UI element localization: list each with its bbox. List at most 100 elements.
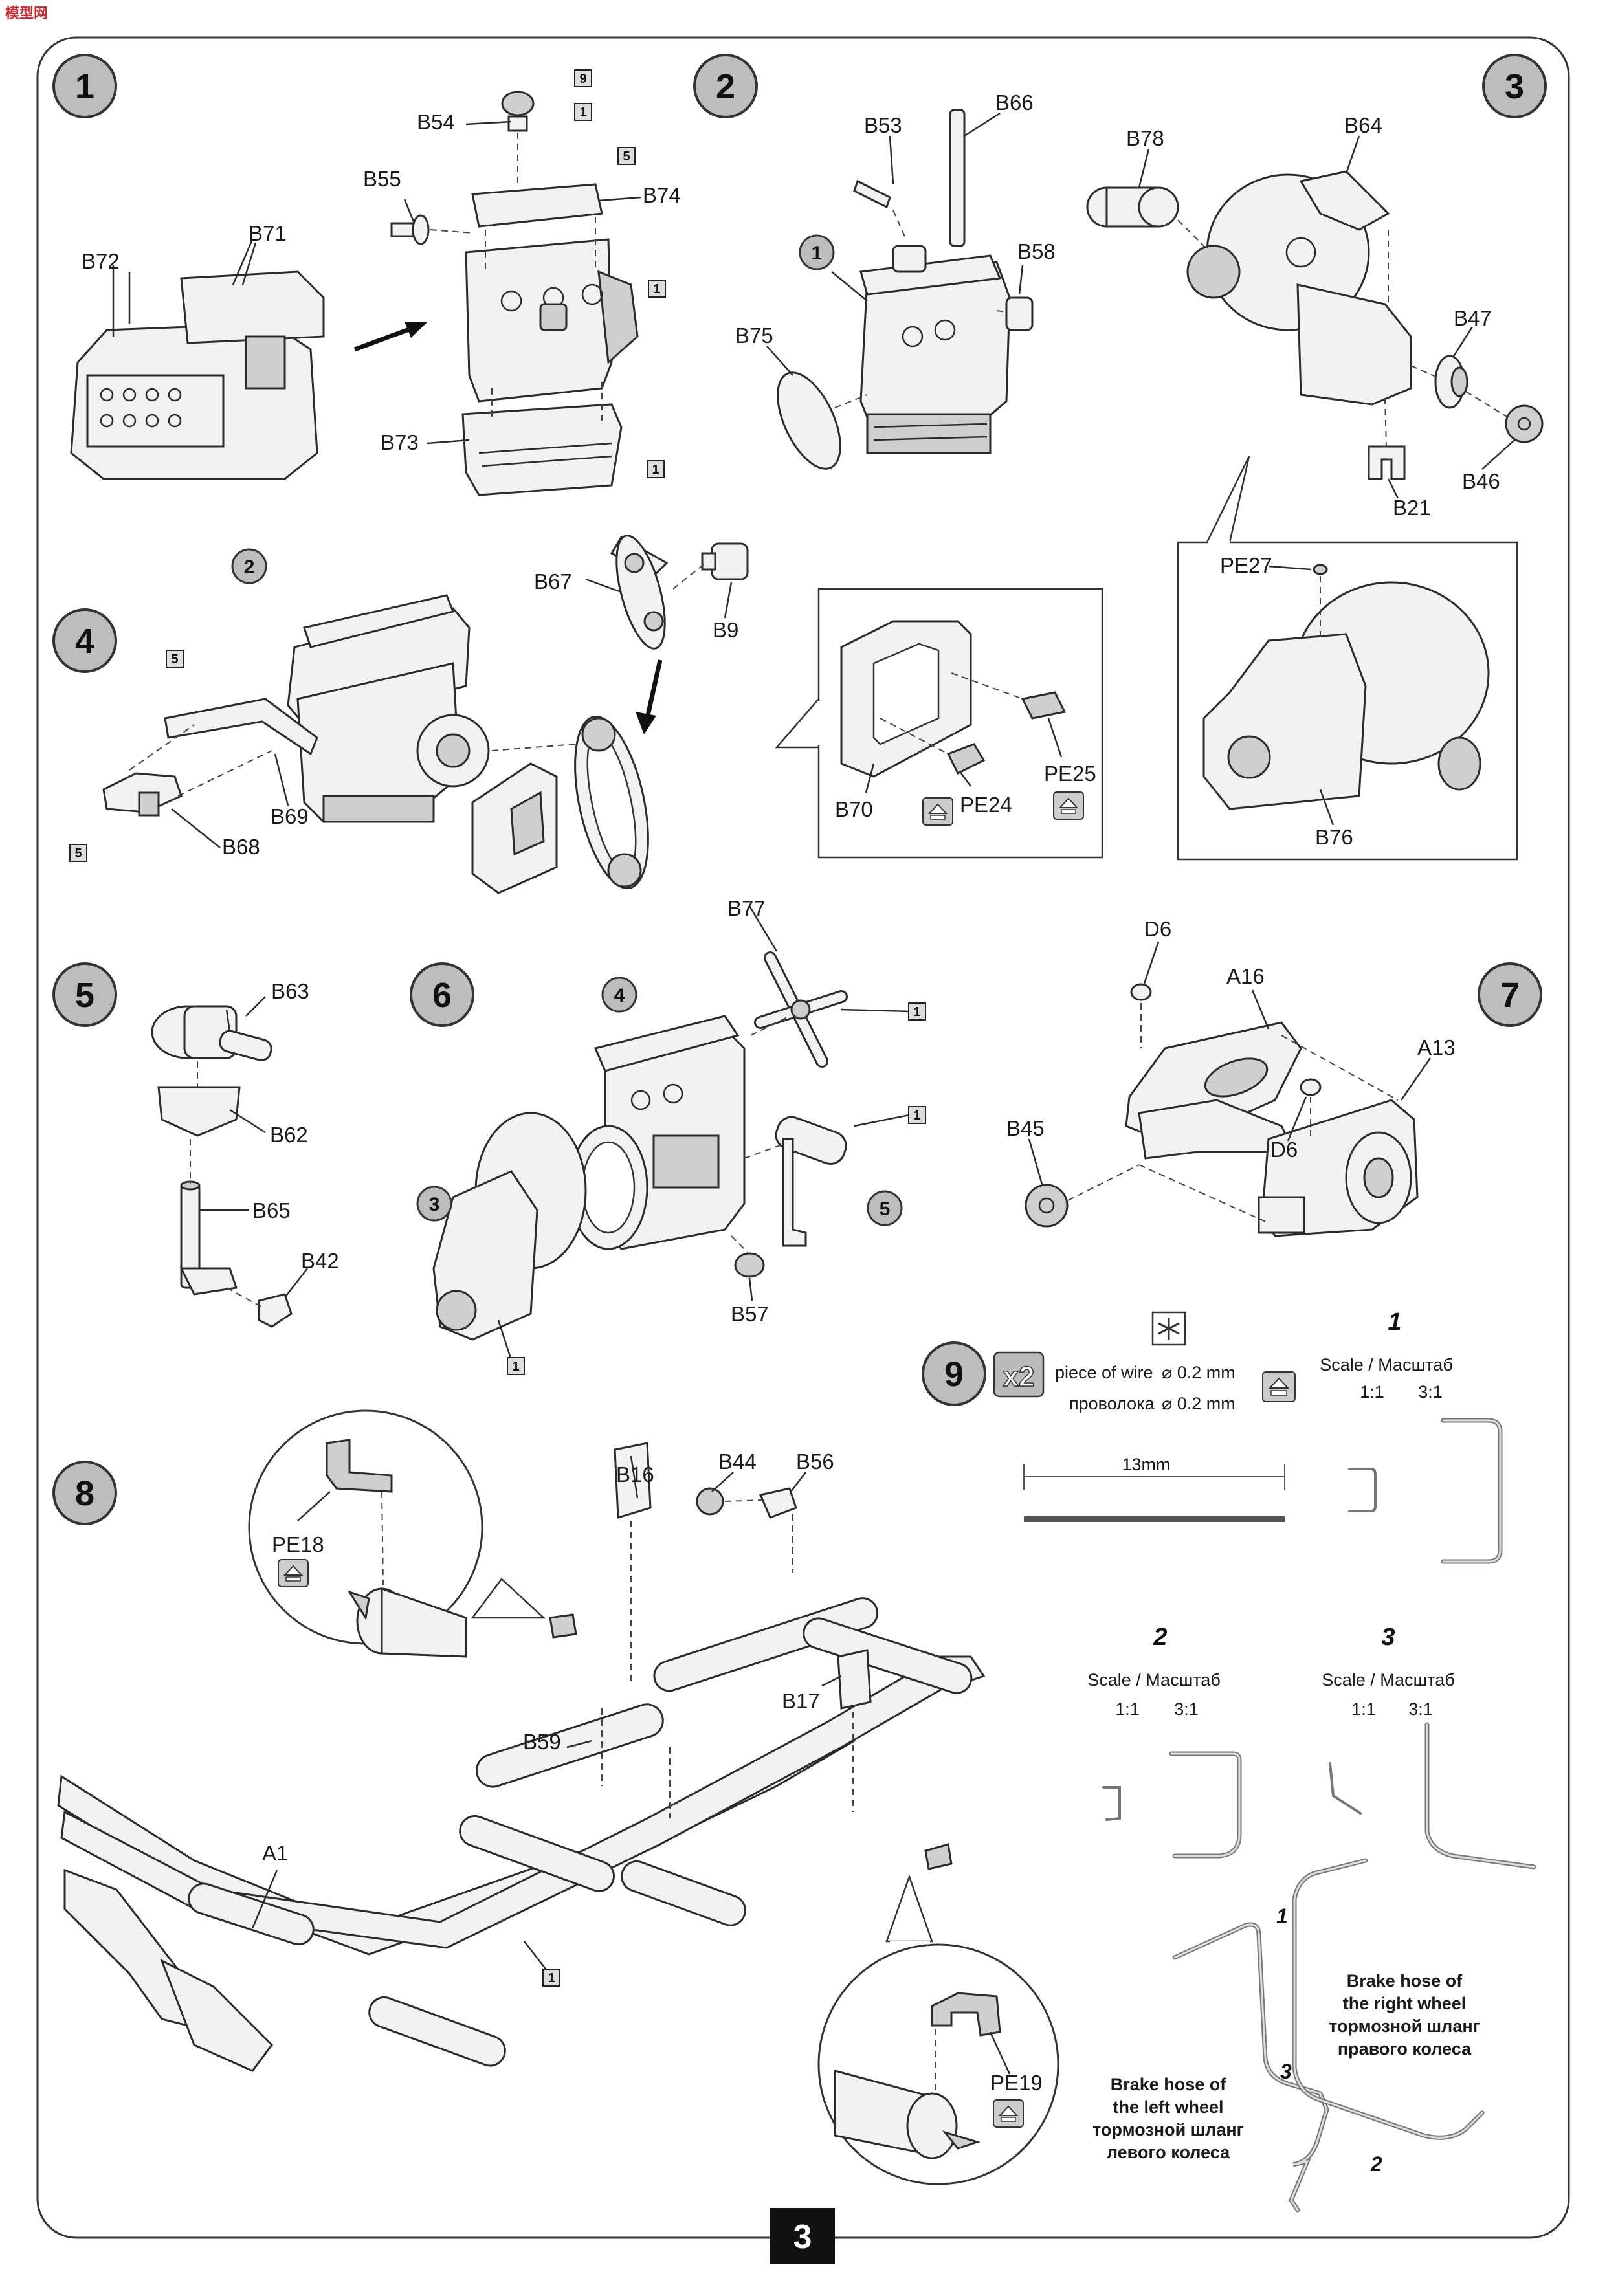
- subassembly-1-ref: 1: [799, 234, 835, 270]
- label-B78: B78: [1126, 126, 1164, 150]
- label-B64: B64: [1344, 113, 1382, 137]
- label-B9: B9: [713, 618, 738, 642]
- step-3-badge: 3: [1482, 54, 1547, 118]
- hose-left-label-2: the left wheel: [1113, 2097, 1223, 2117]
- label-B76: B76: [1315, 825, 1353, 849]
- label-B77: B77: [727, 896, 766, 920]
- hose-mark-3: 3: [1280, 2060, 1292, 2083]
- hose-right-label-4: правого колеса: [1338, 2039, 1472, 2059]
- svg-text:1: 1: [653, 282, 660, 296]
- subassembly-5-ref: 5: [867, 1190, 903, 1226]
- label-B67: B67: [534, 569, 572, 593]
- ref-box-1: 1: [908, 1002, 926, 1021]
- svg-text:3: 3: [1381, 1624, 1395, 1651]
- ref-box-9: 9: [574, 69, 592, 87]
- svg-text:3: 3: [1505, 67, 1524, 106]
- label-B66: B66: [995, 91, 1034, 115]
- label-PE19: PE19: [990, 2071, 1043, 2095]
- brake-hoses-diagram: 1 3 2 Brake hose of the right wheel торм…: [1092, 1858, 1485, 2213]
- label-B55: B55: [363, 167, 401, 191]
- svg-text:1: 1: [548, 1971, 555, 1985]
- asterisk-icon: [1151, 1311, 1186, 1346]
- svg-text:1: 1: [913, 1109, 920, 1123]
- svg-text:1: 1: [812, 243, 823, 264]
- svg-text:7: 7: [1500, 976, 1520, 1015]
- label-B42: B42: [301, 1249, 339, 1273]
- label-A13: A13: [1417, 1035, 1456, 1059]
- hose-right-label-3: тормозной шланг: [1329, 2016, 1480, 2036]
- ref-box-1: 1: [908, 1106, 926, 1124]
- svg-text:5: 5: [75, 976, 94, 1015]
- step-1-badge: 1: [52, 54, 117, 118]
- wire-diameter-ru: ⌀ 0.2 mm: [1162, 1394, 1236, 1413]
- wire-text-en: piece of wire: [1055, 1363, 1153, 1382]
- photo-etch-icon: [1262, 1371, 1296, 1402]
- svg-text:5: 5: [171, 652, 178, 667]
- svg-text:4: 4: [614, 985, 625, 1006]
- svg-text:Scale / Масштаб: Scale / Масштаб: [1322, 1670, 1455, 1690]
- svg-text:1:1: 1:1: [1360, 1382, 1384, 1402]
- ref-box-1: 1: [507, 1357, 525, 1375]
- svg-text:9: 9: [944, 1355, 964, 1394]
- label-B74: B74: [643, 183, 681, 207]
- label-B68: B68: [222, 835, 260, 859]
- photo-etch-icon: [1053, 791, 1084, 820]
- step-3-drawing: [1086, 135, 1544, 499]
- svg-text:1:1: 1:1: [1351, 1699, 1376, 1719]
- label-B65: B65: [252, 1198, 291, 1222]
- wire-length-label: 13mm: [1122, 1455, 1170, 1474]
- page-number-badge: 3: [770, 2208, 835, 2264]
- label-B72: B72: [82, 249, 120, 273]
- photo-etch-icon: [922, 797, 953, 826]
- label-B44: B44: [718, 1450, 757, 1474]
- step-9-badge: 9: [922, 1341, 986, 1406]
- label-B69: B69: [271, 804, 309, 828]
- label-B16: B16: [616, 1463, 654, 1486]
- hose-left-label-1: Brake hose of: [1111, 2075, 1227, 2094]
- svg-text:4: 4: [75, 622, 94, 661]
- hose-mark-2: 2: [1370, 2152, 1382, 2176]
- wire-shape-3: 3 Scale / Масштаб 1:1 3:1: [1322, 1624, 1536, 1870]
- label-PE25: PE25: [1044, 762, 1096, 786]
- svg-text:1: 1: [913, 1005, 920, 1019]
- svg-text:5: 5: [74, 846, 82, 861]
- label-B73: B73: [381, 430, 419, 454]
- label-B63: B63: [271, 979, 309, 1003]
- step-8-detail-pe19: [817, 1874, 1059, 2185]
- label-PE27: PE27: [1220, 553, 1272, 577]
- svg-text:1:1: 1:1: [1115, 1699, 1140, 1719]
- label-B57: B57: [731, 1302, 769, 1326]
- site-logo: 模型网: [3, 3, 48, 22]
- label-B47: B47: [1454, 306, 1492, 330]
- ref-box-5: 5: [617, 147, 636, 165]
- svg-text:3: 3: [429, 1194, 440, 1215]
- label-B75: B75: [735, 324, 773, 348]
- label-B56: B56: [796, 1450, 834, 1474]
- wire-text-ru: проволока: [1069, 1394, 1155, 1413]
- svg-text:1: 1: [652, 463, 659, 477]
- svg-text:x2: x2: [1003, 1361, 1035, 1393]
- label-D6: D6: [1144, 917, 1171, 941]
- svg-text:模型网: 模型网: [5, 6, 48, 22]
- wire-shape-2: 2 Scale / Масштаб 1:1 3:1: [1087, 1624, 1242, 1859]
- svg-text:2: 2: [1153, 1624, 1167, 1651]
- ref-box-1: 1: [647, 460, 665, 478]
- label-PE18: PE18: [272, 1532, 324, 1556]
- step-1-drawing: [70, 91, 641, 496]
- step-4-badge: 4: [52, 608, 117, 673]
- hose-mark-1: 1: [1276, 1904, 1288, 1928]
- wire-shape-1: 1 Scale / Масштаб 1:1 3:1: [1320, 1308, 1503, 1564]
- svg-text:6: 6: [432, 976, 452, 1015]
- label-B58: B58: [1017, 239, 1056, 263]
- step-6-badge: 6: [410, 962, 474, 1027]
- subassembly-4-ref: 4: [601, 977, 637, 1013]
- step-3-detail-callout: [1177, 456, 1518, 861]
- step-7-drawing: [1025, 941, 1432, 1237]
- svg-text:3:1: 3:1: [1174, 1699, 1199, 1719]
- step-4-drawing: [102, 535, 749, 894]
- svg-text:Scale / Масштаб: Scale / Масштаб: [1087, 1670, 1221, 1690]
- svg-text:2: 2: [244, 557, 255, 578]
- svg-text:5: 5: [880, 1198, 891, 1220]
- label-B17: B17: [782, 1689, 820, 1713]
